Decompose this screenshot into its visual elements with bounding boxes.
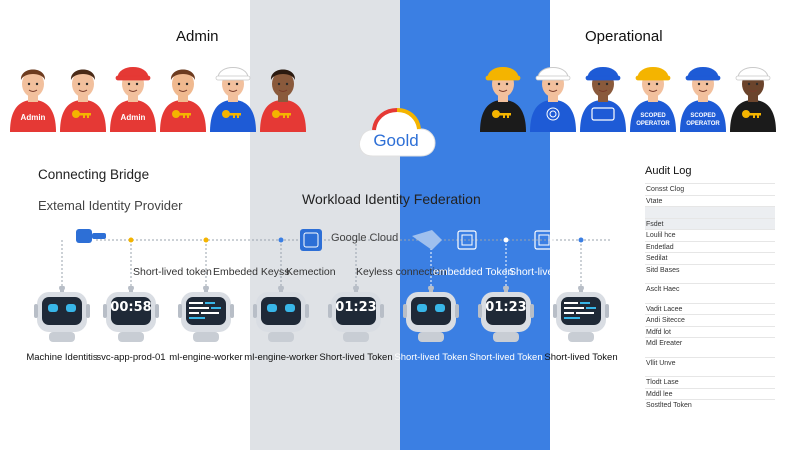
external-idp-heading: Extemal Identity Provider [38, 198, 183, 213]
shirt-label: Admin [120, 113, 146, 122]
audit-log-row: Consst Clog [645, 183, 775, 195]
audit-log-row: Andi Sitecce [645, 314, 775, 326]
mid-label-6: Short-lived Token [509, 266, 590, 278]
audit-log-row: Mddl lee [645, 387, 775, 400]
robot-6 [402, 286, 460, 344]
shirt-label: SCOPED OPERATOR [686, 113, 720, 127]
admin-person-5 [208, 56, 258, 132]
admin-heading: Admin [176, 28, 219, 45]
mid-label-5: embedded Token [433, 266, 514, 278]
audit-log-row [645, 206, 775, 218]
robot-timer: 01:23 [485, 300, 527, 315]
robot-3 [177, 286, 235, 344]
cloud-icon [359, 108, 436, 157]
robot-label-5: Short-lived Token [319, 352, 393, 363]
admin-person-6 [258, 56, 308, 132]
robot-timer: 00:58 [110, 300, 152, 315]
shirt-label: Admin [20, 113, 46, 122]
wif-heading: Workload Identity Federation [302, 191, 481, 207]
robot-label-6: Short-lived Token [394, 352, 468, 363]
robot-8 [552, 286, 610, 344]
operational-person-3 [578, 56, 628, 132]
robot-timer: 01:23 [335, 300, 377, 315]
mid-label-4: Keyless connection [356, 266, 447, 278]
operational-heading: Operational [585, 28, 663, 45]
operational-person-4: SCOPED OPERATOR [628, 56, 678, 132]
audit-log-title: Audit Log [645, 165, 692, 177]
operational-person-1 [478, 56, 528, 132]
audit-log-row: Vllit Unve [645, 356, 775, 369]
audit-log-row: Mdfd lot [645, 325, 775, 338]
operational-person-6 [728, 56, 778, 132]
admin-person-2 [58, 56, 108, 132]
audit-log-row: Mdl Ereater [645, 337, 775, 349]
robot-label-7: Short-lived Token [469, 352, 543, 363]
audit-log-row: Asclt Haec [645, 283, 775, 295]
mid-label-3: Kemection [286, 266, 336, 278]
shirt-label: SCOPED OPERATOR [636, 113, 670, 127]
operational-person-5: SCOPED OPERATOR [678, 56, 728, 132]
mid-label-2: Embeded Keyss [213, 266, 290, 278]
audit-log-row: Fsdet [645, 217, 775, 229]
robot-label-2: svc-app-prod-01 [96, 352, 166, 363]
cloud-logo-text: Goold [373, 131, 419, 150]
audit-log-row: Vtate [645, 194, 775, 207]
robot-label-8: Short-lived Token [544, 352, 618, 363]
audit-log-row: Sitd Bases [645, 263, 775, 276]
audit-log-row: Loulil hce [645, 229, 775, 241]
robot-label-4: ml-engine-worker [244, 352, 318, 363]
robot-5: 01:23 [327, 286, 385, 344]
connecting-bridge-heading: Connecting Bridge [38, 167, 150, 182]
robot-7: 01:23 [477, 286, 535, 344]
audit-log-row: Endetlad [645, 240, 775, 253]
robot-label-3: ml-engine-worker [169, 352, 243, 363]
audit-log-row: Tlodt Lase [645, 376, 775, 388]
admin-person-3: Admin [108, 56, 158, 132]
audit-log-row: Vadit Lacee [645, 302, 775, 315]
google-cloud-logo: Goold [355, 104, 437, 162]
admin-person-4 [158, 56, 208, 132]
operational-person-2 [528, 56, 578, 132]
audit-log-row: Sostlted Token [645, 399, 775, 411]
robot-1 [33, 286, 91, 344]
mid-label-1: Short-lived token [133, 266, 212, 278]
robot-4 [252, 286, 310, 344]
robot-label-1: Machine Identitis [26, 352, 98, 363]
federation-band [400, 0, 550, 450]
audit-log-row: Sedilat [645, 252, 775, 264]
admin-person-1: Admin [8, 56, 58, 132]
robot-2: 00:58 [102, 286, 160, 344]
google-cloud-label: Google Cloud [331, 232, 399, 244]
